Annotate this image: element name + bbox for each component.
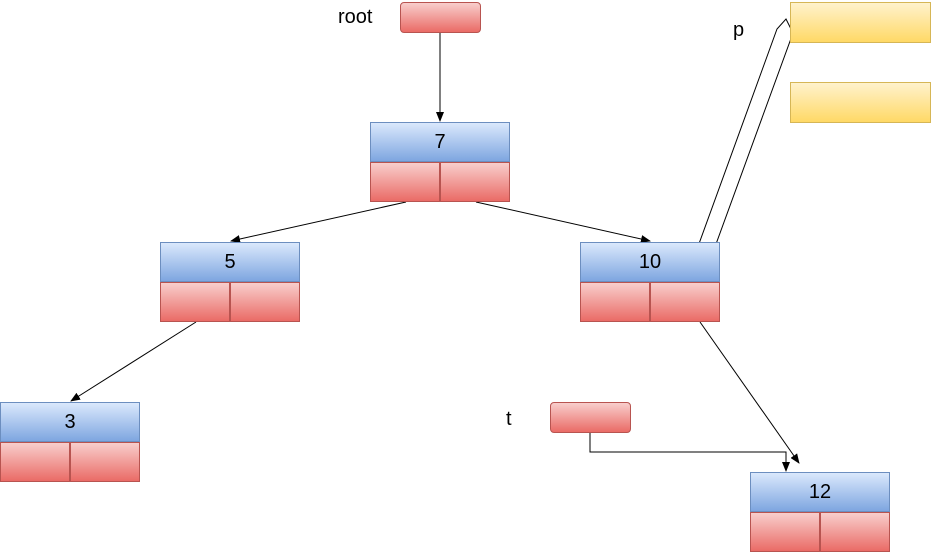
- node-key: 10: [580, 242, 720, 282]
- tree-node-5: 5: [160, 242, 300, 322]
- edge-t-to-12: [589, 432, 790, 472]
- right-child-cell: [820, 512, 890, 552]
- p-label: p: [733, 19, 745, 41]
- tree-node-10: 10: [580, 242, 720, 322]
- edge-7-to-5: [230, 201, 407, 243]
- node-key: 12: [750, 472, 890, 512]
- right-child-cell: [650, 282, 720, 322]
- root-pointer-box: [400, 2, 481, 33]
- right-child-cell: [440, 162, 510, 202]
- left-child-cell: [160, 282, 230, 322]
- edge-5-to-3: [70, 321, 197, 402]
- node-key: 3: [0, 402, 140, 442]
- node-key: 5: [160, 242, 300, 282]
- left-child-cell: [370, 162, 440, 202]
- root-label: root: [338, 6, 373, 28]
- tree-node-12: 12: [750, 472, 890, 552]
- right-child-cell: [230, 282, 300, 322]
- right-child-cell: [70, 442, 140, 482]
- t-label: t: [506, 408, 512, 430]
- t-pointer-box: [550, 402, 631, 433]
- p-cell-bottom: [790, 82, 931, 123]
- edge-7-to-10: [475, 201, 651, 243]
- edge-10-to-12: [699, 321, 800, 464]
- left-child-cell: [0, 442, 70, 482]
- tree-node-7: 7: [370, 122, 510, 202]
- tree-node-3: 3: [0, 402, 140, 482]
- node-key: 7: [370, 122, 510, 162]
- left-child-cell: [750, 512, 820, 552]
- p-cell-top: [790, 2, 931, 43]
- left-child-cell: [580, 282, 650, 322]
